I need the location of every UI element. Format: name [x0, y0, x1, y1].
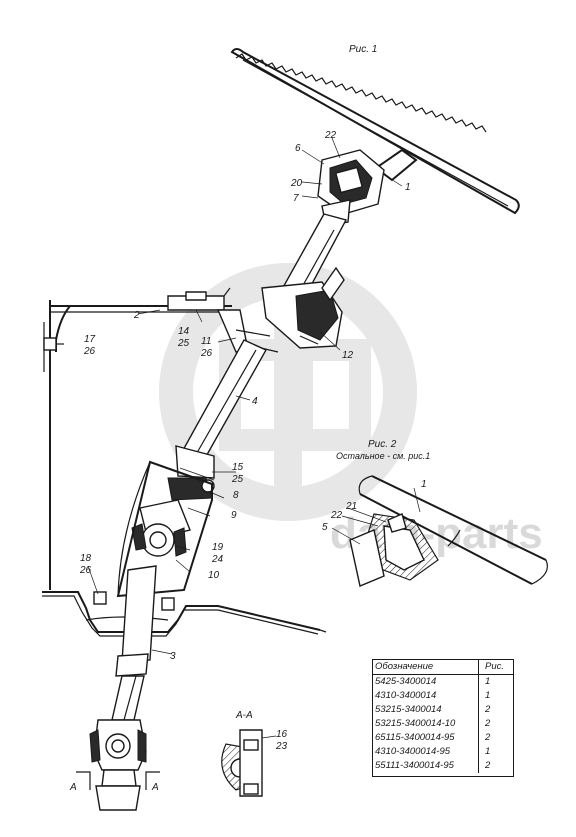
cabin-floor [42, 591, 327, 637]
callout-23: 23 [275, 741, 288, 752]
table-header-row: Обозначение Рис. [372, 659, 514, 675]
callout-18: 18 [80, 553, 92, 564]
callout-7: 7 [293, 193, 299, 204]
leader-lines [87, 137, 403, 655]
row-figure: 1 [478, 674, 514, 689]
column-bracket [261, 266, 345, 351]
upper-universal-joint [131, 445, 215, 557]
callout-9: 9 [231, 510, 237, 521]
callout-19: 19 [212, 542, 224, 553]
row-figure: 2 [478, 759, 514, 773]
row-figure: 2 [478, 703, 514, 717]
table-row: 53215-3400014 2 [372, 703, 514, 717]
callout-26-c: 26 [79, 565, 92, 576]
row-designation: 4310-3400014-95 [375, 746, 451, 757]
callout-25-b: 25 [231, 474, 244, 485]
callout-3: 3 [170, 651, 176, 662]
row-designation: 65115-3400014-95 [375, 732, 455, 743]
callout-11: 11 [201, 336, 211, 347]
callout-16: 16 [276, 729, 288, 740]
table-row: 55111-3400014-95 2 [372, 759, 514, 773]
fig2-callout-21: 21 [345, 501, 357, 512]
fig2-callout-1: 1 [421, 479, 427, 490]
table-row: 5425-3400014 1 [372, 674, 514, 689]
table-row: 65115-3400014-95 2 [372, 731, 514, 745]
callout-12: 12 [342, 350, 354, 361]
row-designation: 53215-3400014-10 [375, 718, 456, 729]
protective-cover [116, 460, 215, 598]
row-designation: 5425-3400014 [375, 676, 437, 687]
callout-25-a: 25 [177, 338, 190, 349]
row-designation: 55111-3400014-95 [375, 760, 454, 771]
section-marker-left: А [69, 782, 77, 793]
header-figure: Рис. [478, 659, 514, 675]
callout-2: 2 [133, 310, 140, 321]
callout-20: 20 [290, 178, 303, 189]
row-figure: 2 [478, 717, 514, 731]
steering-wheel [230, 48, 520, 215]
table-row: 4310-3400014 1 [372, 689, 514, 703]
table-row: 53215-3400014-10 2 [372, 717, 514, 731]
callout-26-a: 26 [83, 346, 96, 357]
section-marker-right: А [151, 782, 159, 793]
section-detail [221, 729, 277, 797]
figure2-note: Остальное - см. рис.1 [336, 451, 430, 461]
callout-1: 1 [405, 182, 411, 193]
section-caption: А-А [235, 710, 253, 721]
row-figure: 1 [478, 689, 514, 703]
fig2-callout-22: 22 [330, 510, 343, 521]
callout-10: 10 [208, 570, 220, 581]
parts-table: Обозначение Рис. 5425-3400014 1 4310-340… [372, 659, 514, 773]
callout-26-b: 26 [200, 348, 213, 359]
callout-15: 15 [232, 462, 244, 473]
row-designation: 4310-3400014 [375, 690, 437, 701]
callout-22: 22 [324, 130, 337, 141]
fig2-callout-5: 5 [322, 522, 328, 533]
figure2-caption: Рис. 2 [368, 439, 397, 450]
figure1-caption: Рис. 1 [349, 44, 377, 55]
lower-universal-joint [76, 719, 160, 811]
row-designation: 53215-3400014 [375, 704, 442, 715]
figure2-detail [331, 475, 548, 587]
header-designation: Обозначение [372, 659, 479, 675]
callout-14: 14 [178, 326, 190, 337]
callout-4: 4 [252, 396, 258, 407]
callout-17: 17 [84, 334, 96, 345]
left-mount [43, 300, 64, 590]
row-figure: 1 [478, 745, 514, 759]
lower-shaft [111, 565, 157, 721]
callout-24: 24 [211, 554, 224, 565]
row-figure: 2 [478, 731, 514, 745]
callout-6: 6 [295, 143, 301, 154]
table-row: 4310-3400014-95 1 [372, 745, 514, 759]
callout-8: 8 [233, 490, 239, 501]
